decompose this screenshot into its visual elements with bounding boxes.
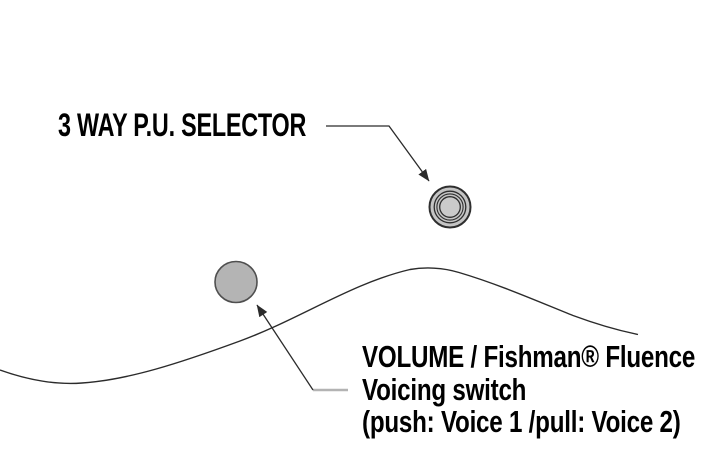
volume-knob: [214, 260, 258, 304]
selector-label: 3 WAY P.U. SELECTOR: [58, 107, 398, 143]
volume-label-line3: (push: Voice 1 /pull: Voice 2): [362, 404, 681, 439]
selector-label-text: 3 WAY P.U. SELECTOR: [58, 107, 307, 143]
volume-label-line2: Voicing switch: [362, 371, 527, 407]
volume-label: VOLUME / Fishman® Fluence Voicing switch…: [362, 339, 703, 439]
volume-label-line1: VOLUME / Fishman® Fluence: [362, 339, 696, 374]
switch-ring: [433, 190, 467, 224]
switch-ring: [436, 193, 464, 221]
switch-inner-circle: [439, 196, 461, 218]
pickup-selector-switch: [428, 185, 472, 229]
selector-leader-line: [326, 125, 430, 182]
guitar-body-outline: [0, 267, 639, 385]
volume-leader-line: [256, 304, 314, 391]
